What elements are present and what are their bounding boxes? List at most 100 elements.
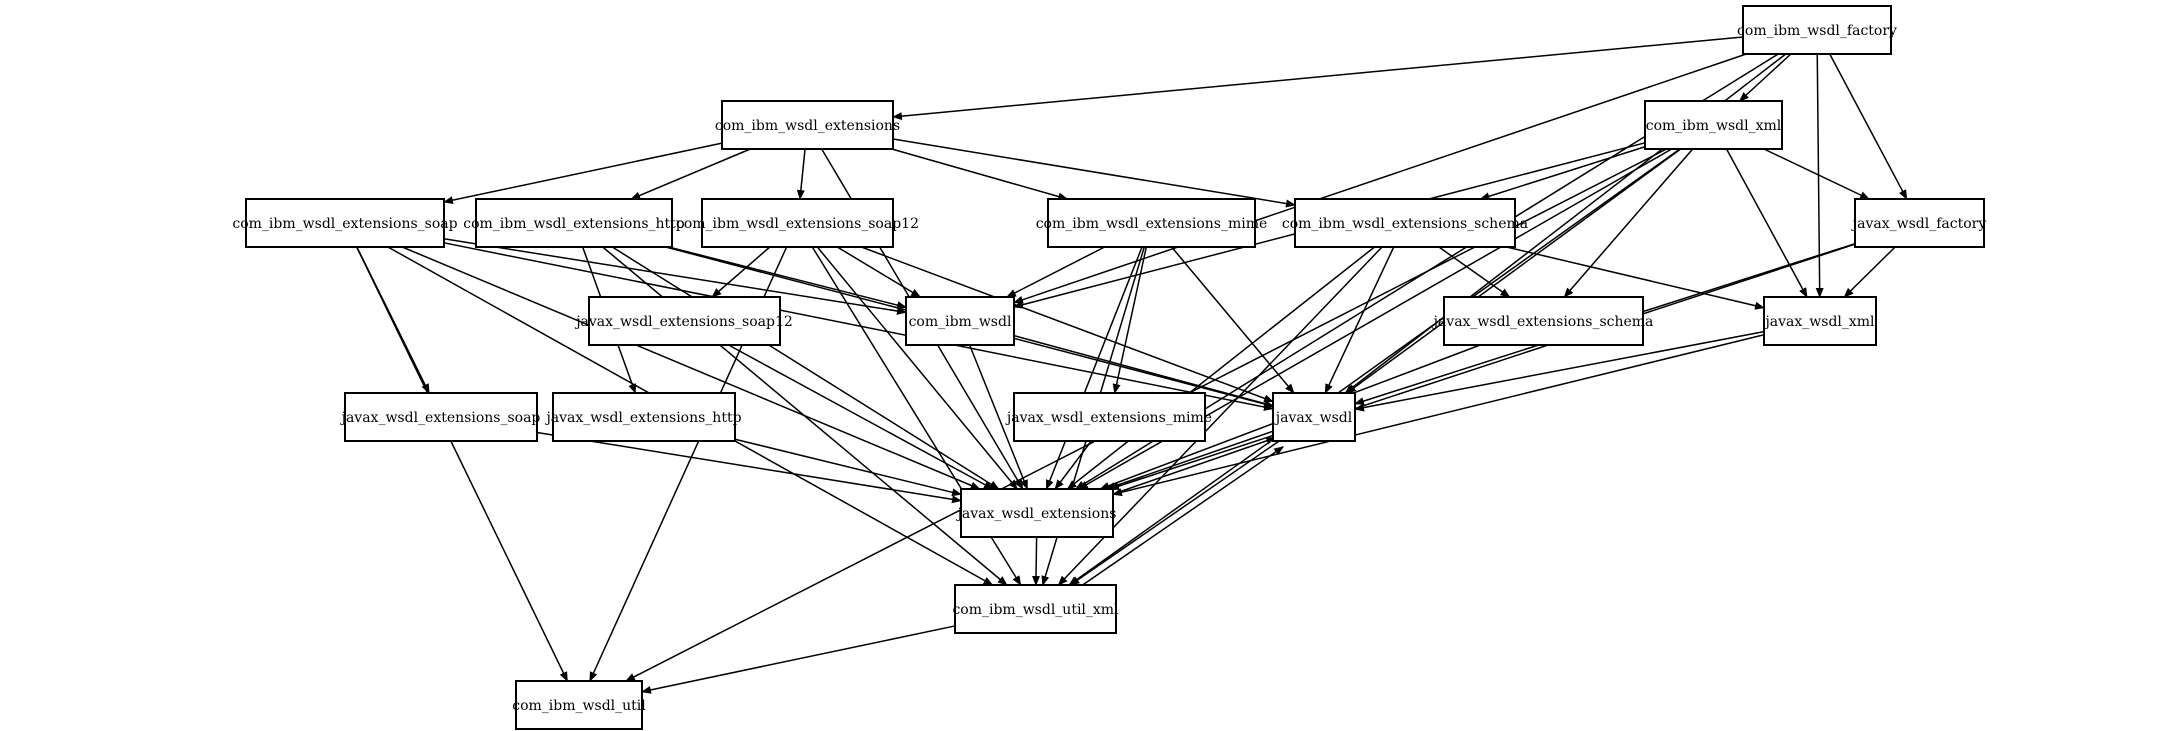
edge-ext_soap-to-jx_ext (401, 246, 981, 490)
edge-jx_factory-to-jx_xml (1843, 246, 1896, 298)
edge-xml-to-util_xml (1068, 148, 1681, 586)
node-box (905, 296, 1015, 346)
edge-factory-to-jx_factory (1829, 53, 1908, 200)
node-jx-ext-schema: javax_wsdl_extensions_schema (1432, 296, 1654, 346)
node-box (954, 584, 1117, 634)
edge-ext_schema-to-jx_wsdl (1324, 246, 1395, 394)
edge-xml-to-jx_ext_schema (1563, 148, 1694, 298)
edge-jx_xml-to-jx_wsdl (1354, 330, 1765, 412)
node-jx-xml: javax_wsdl_xml (1763, 296, 1877, 346)
edge-ext_mime-to-jx_wsdl (1171, 246, 1295, 394)
node-wsdl: com_ibm_wsdl (905, 296, 1015, 346)
edge-ext_soap12-to-wsdl (836, 246, 922, 298)
node-label: com_ibm_wsdl_extensions_soap (232, 216, 457, 232)
edge-ext-to-ext_http (630, 148, 751, 200)
edge-ext_soap12-to-jx_ext (816, 246, 1018, 490)
edge-ext_schema-to-jx_xml (1506, 246, 1765, 310)
edge-ext_mime-to-wsdl (1006, 246, 1105, 298)
edge-ext_mime-to-jx_ext (1045, 246, 1143, 490)
node-box (552, 392, 736, 442)
node-box (1013, 392, 1206, 442)
node-label: javax_wsdl_xml (1763, 314, 1875, 330)
edge-ext_soap-to-wsdl (443, 238, 907, 315)
node-label: com_ibm_wsdl_xml (1646, 118, 1782, 134)
node-xml: com_ibm_wsdl_xml (1644, 100, 1783, 150)
node-box (721, 100, 894, 150)
node-label: com_ibm_wsdl_util (512, 698, 646, 714)
node-ext-soap12: com_ibm_wsdl_extensions_soap12 (676, 198, 919, 248)
node-label: javax_wsdl_factory (1851, 216, 1987, 232)
edge-jx_wsdl-to-jx_ext (1105, 430, 1274, 490)
node-jx-ext-soap: javax_wsdl_extensions_soap (340, 392, 541, 442)
edge-xml-to-jx_factory (1763, 148, 1870, 200)
node-ext: com_ibm_wsdl_extensions (715, 100, 900, 150)
node-jx-ext: javax_wsdl_extensions (956, 488, 1116, 538)
node-jx-ext-mime: javax_wsdl_extensions_mime (1005, 392, 1212, 442)
nodes-layer: com_ibm_wsdl_factory com_ibm_wsdl_extensi… (232, 5, 1987, 730)
node-util-xml: com_ibm_wsdl_util_xml (952, 584, 1119, 634)
node-util: com_ibm_wsdl_util (512, 680, 646, 730)
edge-util_xml-to-util (641, 625, 956, 694)
edge-ext_mime-to-jx_ext_mime (1112, 246, 1148, 394)
node-box (960, 488, 1114, 538)
edge-jx_ext-to-util_xml (1032, 536, 1041, 586)
edge-jx_ext-to-jx_wsdl (1108, 436, 1277, 497)
edge-ext_soap12-to-jx_ext_soap12 (711, 246, 771, 298)
node-label: com_ibm_wsdl_factory (1737, 23, 1897, 39)
node-jx-ext-soap12: javax_wsdl_extensions_soap12 (574, 296, 793, 346)
edge-factory-to-xml (1738, 53, 1792, 102)
edge-factory-to-ext (892, 36, 1744, 121)
node-label: com_ibm_wsdl_util_xml (952, 602, 1119, 618)
node-box (515, 680, 643, 730)
node-box (1763, 296, 1877, 346)
edge-ext_http-to-jx_ext (611, 246, 1000, 490)
node-box (1854, 198, 1985, 248)
edge-ext-to-ext_mime (891, 148, 1069, 201)
node-box (344, 392, 538, 442)
node-label: javax_wsdl (1274, 410, 1353, 426)
node-label: javax_wsdl_extensions_http (544, 410, 741, 426)
edge-xml-to-ext_schema (1479, 146, 1646, 201)
node-label: javax_wsdl_extensions_mime (1005, 410, 1212, 426)
edge-jx_factory-to-jx_ext (1109, 243, 1856, 490)
node-label: javax_wsdl_extensions_soap12 (574, 314, 793, 330)
node-box (588, 296, 781, 346)
node-box (1443, 296, 1644, 346)
edge-ext-to-ext_soap12 (796, 148, 806, 200)
edge-ext_schema-to-jx_ext_schema (1438, 246, 1511, 298)
edge-jx_ext_soap12-to-jx_ext (728, 344, 994, 490)
edge-factory-to-wsdl (1013, 53, 1747, 304)
node-label: com_ibm_wsdl_extensions_mime (1036, 216, 1268, 232)
edge-ext-to-ext_schema (892, 138, 1296, 208)
edge-xml-to-jx_wsdl (1346, 148, 1682, 394)
node-label: com_ibm_wsdl_extensions (715, 118, 900, 134)
node-jx-factory: javax_wsdl_factory (1851, 198, 1987, 248)
node-box (1047, 198, 1256, 248)
node-jx-wsdl: javax_wsdl (1272, 392, 1356, 442)
edge-jx_ext_mime-to-jx_ext (1054, 440, 1092, 490)
edge-jx_wsdl-to-util_xml (1069, 440, 1280, 586)
node-ext-mime: com_ibm_wsdl_extensions_mime (1036, 198, 1268, 248)
edge-jx_ext_soap-to-jx_ext (536, 431, 962, 504)
node-box (1644, 100, 1783, 150)
edge-wsdl-to-jx_ext (968, 344, 1029, 490)
node-box (245, 198, 445, 248)
node-jx-ext-http: javax_wsdl_extensions_http (544, 392, 742, 442)
edge-ext_schema-to-jx_ext (1066, 246, 1376, 490)
edge-ext-to-ext_soap (443, 142, 723, 205)
node-label: com_ibm_wsdl_extensions_schema (1282, 216, 1528, 232)
edge-ext_soap-to-util (355, 246, 569, 682)
edge-ext_soap-to-jx_wsdl (443, 242, 1274, 411)
node-label: com_ibm_wsdl (909, 314, 1012, 330)
node-ext-schema: com_ibm_wsdl_extensions_schema (1282, 198, 1528, 248)
edge-util_xml-to-jx_wsdl (1073, 446, 1284, 592)
node-label: javax_wsdl_extensions_soap (340, 410, 541, 426)
edge-jx_ext_http-to-jx_ext (734, 438, 962, 497)
edge-ext_http-to-wsdl (668, 246, 907, 309)
node-box (1272, 392, 1356, 442)
node-factory: com_ibm_wsdl_factory (1737, 5, 1897, 55)
node-label: javax_wsdl_extensions_schema (1432, 314, 1654, 330)
edge-ext_soap12-to-jx_wsdl (861, 246, 1274, 403)
edge-wsdl-to-jx_wsdl (1013, 334, 1274, 408)
